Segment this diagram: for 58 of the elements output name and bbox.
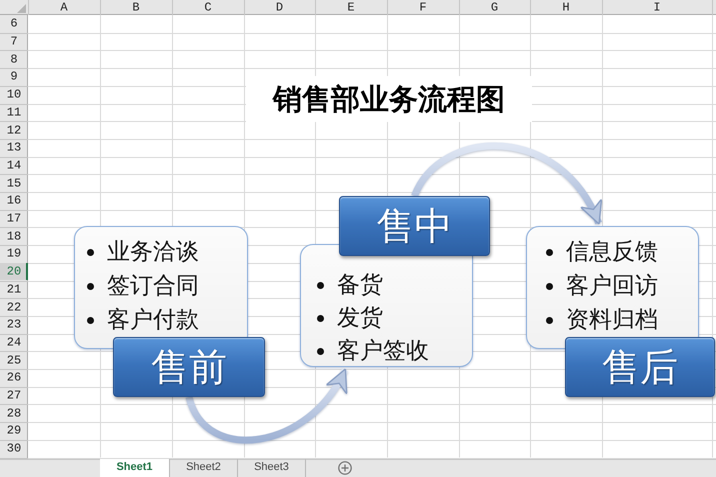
column-letter: B [132,2,140,14]
list-item-text: 签订合同 [107,273,199,300]
row-number: 18 [6,230,22,244]
row-number: 7 [10,36,18,49]
list-item-text: 业务洽谈 [107,239,199,266]
row-number: 26 [6,372,22,385]
list-item-text: 发货 [337,305,383,332]
content-box [74,226,248,349]
row-number: 8 [10,53,18,66]
row-number: 16 [6,194,22,208]
row-number: 11 [6,106,22,120]
column-letter: A [60,2,68,14]
stage-tab [565,337,715,397]
row-number: 29 [6,424,22,438]
column-letter: G [490,2,498,14]
list-item-text: 资料归档 [566,307,658,334]
row-number: 9 [10,70,18,84]
row-number: 13 [6,142,22,155]
stage-title: 售前 [151,345,227,389]
row-number: 24 [6,336,22,350]
row-number: 12 [6,124,22,138]
row-number: 20 [6,266,22,279]
column-letter: E [347,2,355,14]
content-box [526,226,699,349]
stage-title: 售中 [376,204,452,248]
list-item-text: 客户回访 [566,273,658,300]
row-number: 6 [10,18,18,31]
column-letter: I [653,2,661,14]
list-item-text: 备货 [337,272,383,298]
stage-tab [339,196,490,256]
column-letter: H [562,2,570,14]
curved-arrow [186,368,348,444]
content-box [300,244,473,367]
diagram-title: 销售部业务流程图 [246,76,532,122]
row-number: 15 [6,177,22,190]
list-item-text: 客户签收 [337,338,429,364]
sheet-tab: Sheet1 [100,458,170,477]
row-number: 22 [6,301,22,314]
row-number: 30 [6,442,22,456]
row-number: 14 [6,159,22,172]
column-letter: F [419,2,427,14]
column-letter: D [276,2,284,14]
row-number: 17 [6,212,22,226]
list-item-text: 客户付款 [107,307,199,334]
row-number: 10 [6,88,22,102]
stage-tab [113,337,265,397]
stage-title: 售后 [602,345,678,389]
row-number: 28 [6,407,22,420]
row-number: 21 [6,283,22,296]
curved-arrow [411,142,602,225]
column-letter: C [204,2,212,14]
list-item-text: 信息反馈 [566,239,658,266]
sheet-tab: Sheet2 [170,458,238,477]
row-number: 25 [6,354,22,368]
row-number: 23 [6,318,22,332]
row-number: 19 [6,248,22,261]
sheet-tab: Sheet3 [238,458,306,477]
row-number: 27 [6,390,22,403]
